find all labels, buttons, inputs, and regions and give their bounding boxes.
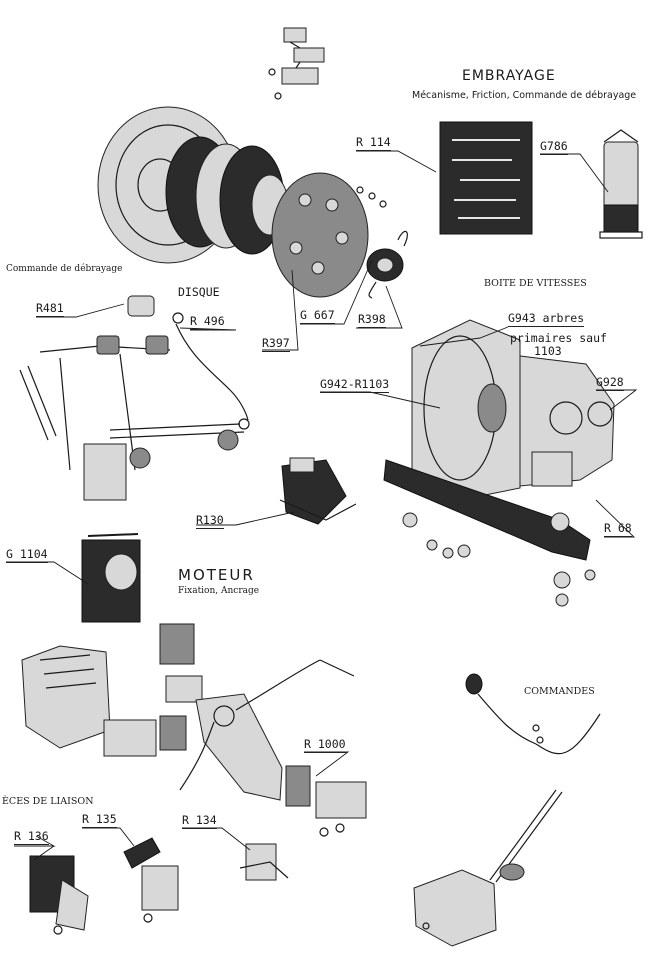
- grease-tube-illustration: [599, 129, 643, 239]
- part-label-g942: G942-R1103: [320, 377, 390, 393]
- part-label-g1104: G 1104: [6, 547, 48, 563]
- leader-lines: [6, 150, 638, 861]
- gearbox-illustration: [411, 319, 615, 499]
- gearbox-mount-illustration: [279, 457, 357, 525]
- clutch-pedal-assembly-illustration: [19, 295, 250, 501]
- pieces-de-liaison-heading: ÈCES DE LIAISON: [2, 796, 94, 807]
- part-label-g667: G 667: [300, 308, 335, 324]
- moteur-subtitle: Fixation, Ancrage: [178, 586, 260, 596]
- part-label-r136: R 136: [14, 829, 49, 845]
- engine-mounting-illustration: [21, 623, 367, 837]
- part-label-r114: R 114: [356, 135, 391, 151]
- part-label-r481: R481: [36, 301, 64, 317]
- embrayage-subtitle: Mécanisme, Friction, Commande de débraya…: [412, 90, 637, 101]
- fastener-kit-illustration: [268, 27, 325, 100]
- part-label-r134: R 134: [182, 813, 217, 829]
- part-label-g943-line3: 1103: [534, 344, 562, 358]
- commandes-heading: COMMANDES: [524, 686, 595, 697]
- part-label-r496: R 496: [190, 314, 225, 330]
- boite-de-vitesses-heading: BOITE DE VITESSES: [484, 278, 587, 289]
- moteur-title: MOTEUR: [178, 566, 255, 584]
- part-label-g786: G786: [540, 139, 568, 155]
- part-label-r397: R397: [262, 336, 290, 352]
- release-bearing-illustration: [366, 230, 408, 299]
- part-label-r68: R 68: [604, 521, 632, 537]
- part-label-g943-line1: G943 arbres: [508, 311, 585, 327]
- part-label-r1000: R 1000: [304, 737, 346, 753]
- clutch-stack-illustration: [97, 106, 387, 298]
- paint-tin-illustration: [81, 533, 141, 623]
- disque-heading: DISQUE: [178, 285, 220, 299]
- embrayage-title: EMBRAYAGE: [462, 68, 556, 84]
- gearbox-crossmember-illustration: [383, 459, 596, 607]
- clutch-kit-box-illustration: [439, 121, 533, 235]
- part-label-g928: G928: [596, 375, 624, 391]
- commande-debrayage-heading: Commande de débrayage: [6, 264, 123, 274]
- linkage-parts-illustration: [29, 837, 289, 935]
- part-label-r398: R398: [358, 312, 386, 328]
- part-label-g943-line2: primaires sauf: [510, 331, 607, 345]
- part-label-r135: R 135: [82, 812, 117, 828]
- part-label-r130: R130: [196, 513, 224, 529]
- gear-lever-illustration: [413, 673, 601, 947]
